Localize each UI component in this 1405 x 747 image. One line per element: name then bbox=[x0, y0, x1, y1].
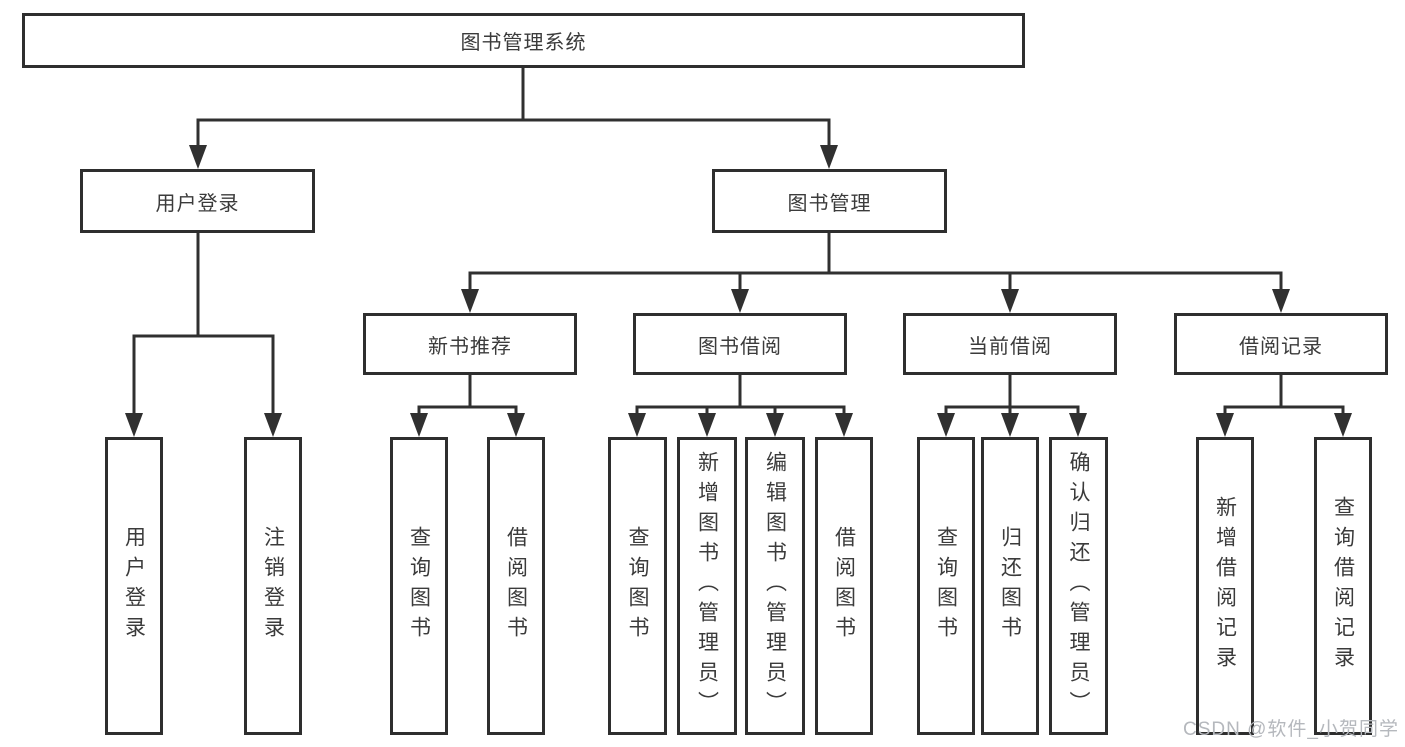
arrow-down-icon bbox=[628, 413, 646, 437]
node-book-borrow-label: 图书借阅 bbox=[698, 335, 782, 358]
leaf-confirm-return-admin-label: 确认归还（管理员） bbox=[1067, 451, 1090, 721]
arrowheads bbox=[125, 145, 1352, 437]
connector-user-login-branch bbox=[132, 231, 275, 420]
leaf-query-books-recommend: 查询图书 bbox=[390, 437, 448, 735]
node-book-management: 图书管理 bbox=[712, 169, 947, 233]
leaf-add-book-admin: 新增图书（管理员） bbox=[677, 437, 737, 735]
arrow-down-icon bbox=[766, 413, 784, 437]
connector-book-management-branch bbox=[468, 231, 1283, 296]
leaf-query-books-current: 查询图书 bbox=[917, 437, 975, 735]
leaf-query-books-borrow-label: 查询图书 bbox=[626, 526, 649, 646]
connector-current-borrow-branch bbox=[944, 373, 1080, 420]
connector-book-borrow-branch bbox=[635, 373, 846, 420]
node-new-book-recommend-label: 新书推荐 bbox=[428, 335, 512, 358]
arrow-down-icon bbox=[698, 413, 716, 437]
arrow-down-icon bbox=[410, 413, 428, 437]
node-user-login: 用户登录 bbox=[80, 169, 315, 233]
connector-borrow-records-branch bbox=[1223, 373, 1345, 420]
leaf-borrow-books-recommend-label: 借阅图书 bbox=[504, 526, 528, 646]
leaf-return-book-label: 归还图书 bbox=[998, 526, 1022, 646]
leaf-query-borrow-record-label: 查询借阅记录 bbox=[1331, 496, 1355, 676]
arrow-down-icon bbox=[461, 289, 479, 313]
leaf-borrow-books: 借阅图书 bbox=[815, 437, 873, 735]
leaf-user-login: 用户登录 bbox=[105, 437, 163, 735]
leaf-return-book: 归还图书 bbox=[981, 437, 1039, 735]
leaf-edit-book-admin-label: 编辑图书（管理员） bbox=[763, 451, 787, 721]
leaf-query-books-borrow: 查询图书 bbox=[608, 437, 667, 735]
node-current-borrow-label: 当前借阅 bbox=[968, 335, 1052, 358]
leaf-borrow-books-recommend: 借阅图书 bbox=[487, 437, 545, 735]
leaf-logout-label: 注销登录 bbox=[261, 526, 285, 646]
connector-root-to-level2 bbox=[196, 66, 831, 152]
arrow-down-icon bbox=[1069, 413, 1087, 437]
leaf-query-borrow-record: 查询借阅记录 bbox=[1314, 437, 1372, 735]
arrow-down-icon bbox=[1334, 413, 1352, 437]
node-current-borrow: 当前借阅 bbox=[903, 313, 1117, 375]
arrow-down-icon bbox=[189, 145, 207, 169]
leaf-add-borrow-record: 新增借阅记录 bbox=[1196, 437, 1254, 735]
leaf-borrow-books-label: 借阅图书 bbox=[832, 526, 856, 646]
arrow-down-icon bbox=[125, 413, 143, 437]
node-root-label: 图书管理系统 bbox=[460, 32, 587, 54]
leaf-logout: 注销登录 bbox=[244, 437, 302, 735]
node-book-management-label: 图书管理 bbox=[787, 192, 872, 215]
node-root: 图书管理系统 bbox=[22, 13, 1025, 68]
leaf-add-book-admin-label: 新增图书（管理员） bbox=[695, 451, 719, 721]
arrow-down-icon bbox=[820, 145, 838, 169]
arrow-down-icon bbox=[835, 413, 853, 437]
node-new-book-recommend: 新书推荐 bbox=[363, 313, 577, 375]
leaf-edit-book-admin: 编辑图书（管理员） bbox=[745, 437, 805, 735]
leaf-confirm-return-admin: 确认归还（管理员） bbox=[1049, 437, 1108, 735]
arrow-down-icon bbox=[1216, 413, 1234, 437]
connector-lines bbox=[132, 66, 1345, 420]
node-borrow-records-label: 借阅记录 bbox=[1239, 335, 1323, 358]
node-borrow-records: 借阅记录 bbox=[1174, 313, 1388, 375]
arrow-down-icon bbox=[731, 289, 749, 313]
connector-new-book-branch bbox=[417, 373, 518, 420]
arrow-down-icon bbox=[507, 413, 525, 437]
leaf-user-login-label: 用户登录 bbox=[122, 526, 146, 646]
node-book-borrow: 图书借阅 bbox=[633, 313, 847, 375]
arrow-down-icon bbox=[937, 413, 955, 437]
arrow-down-icon bbox=[1001, 289, 1019, 313]
csdn-watermark: CSDN @软件_小贺同学 bbox=[1183, 719, 1399, 740]
arrow-down-icon bbox=[1272, 289, 1290, 313]
arrow-down-icon bbox=[264, 413, 282, 437]
leaf-query-books-current-label: 查询图书 bbox=[934, 526, 958, 646]
leaf-query-books-recommend-label: 查询图书 bbox=[407, 526, 431, 646]
arrow-down-icon bbox=[1001, 413, 1019, 437]
node-user-login-label: 用户登录 bbox=[155, 192, 240, 215]
leaf-add-borrow-record-label: 新增借阅记录 bbox=[1213, 496, 1237, 676]
